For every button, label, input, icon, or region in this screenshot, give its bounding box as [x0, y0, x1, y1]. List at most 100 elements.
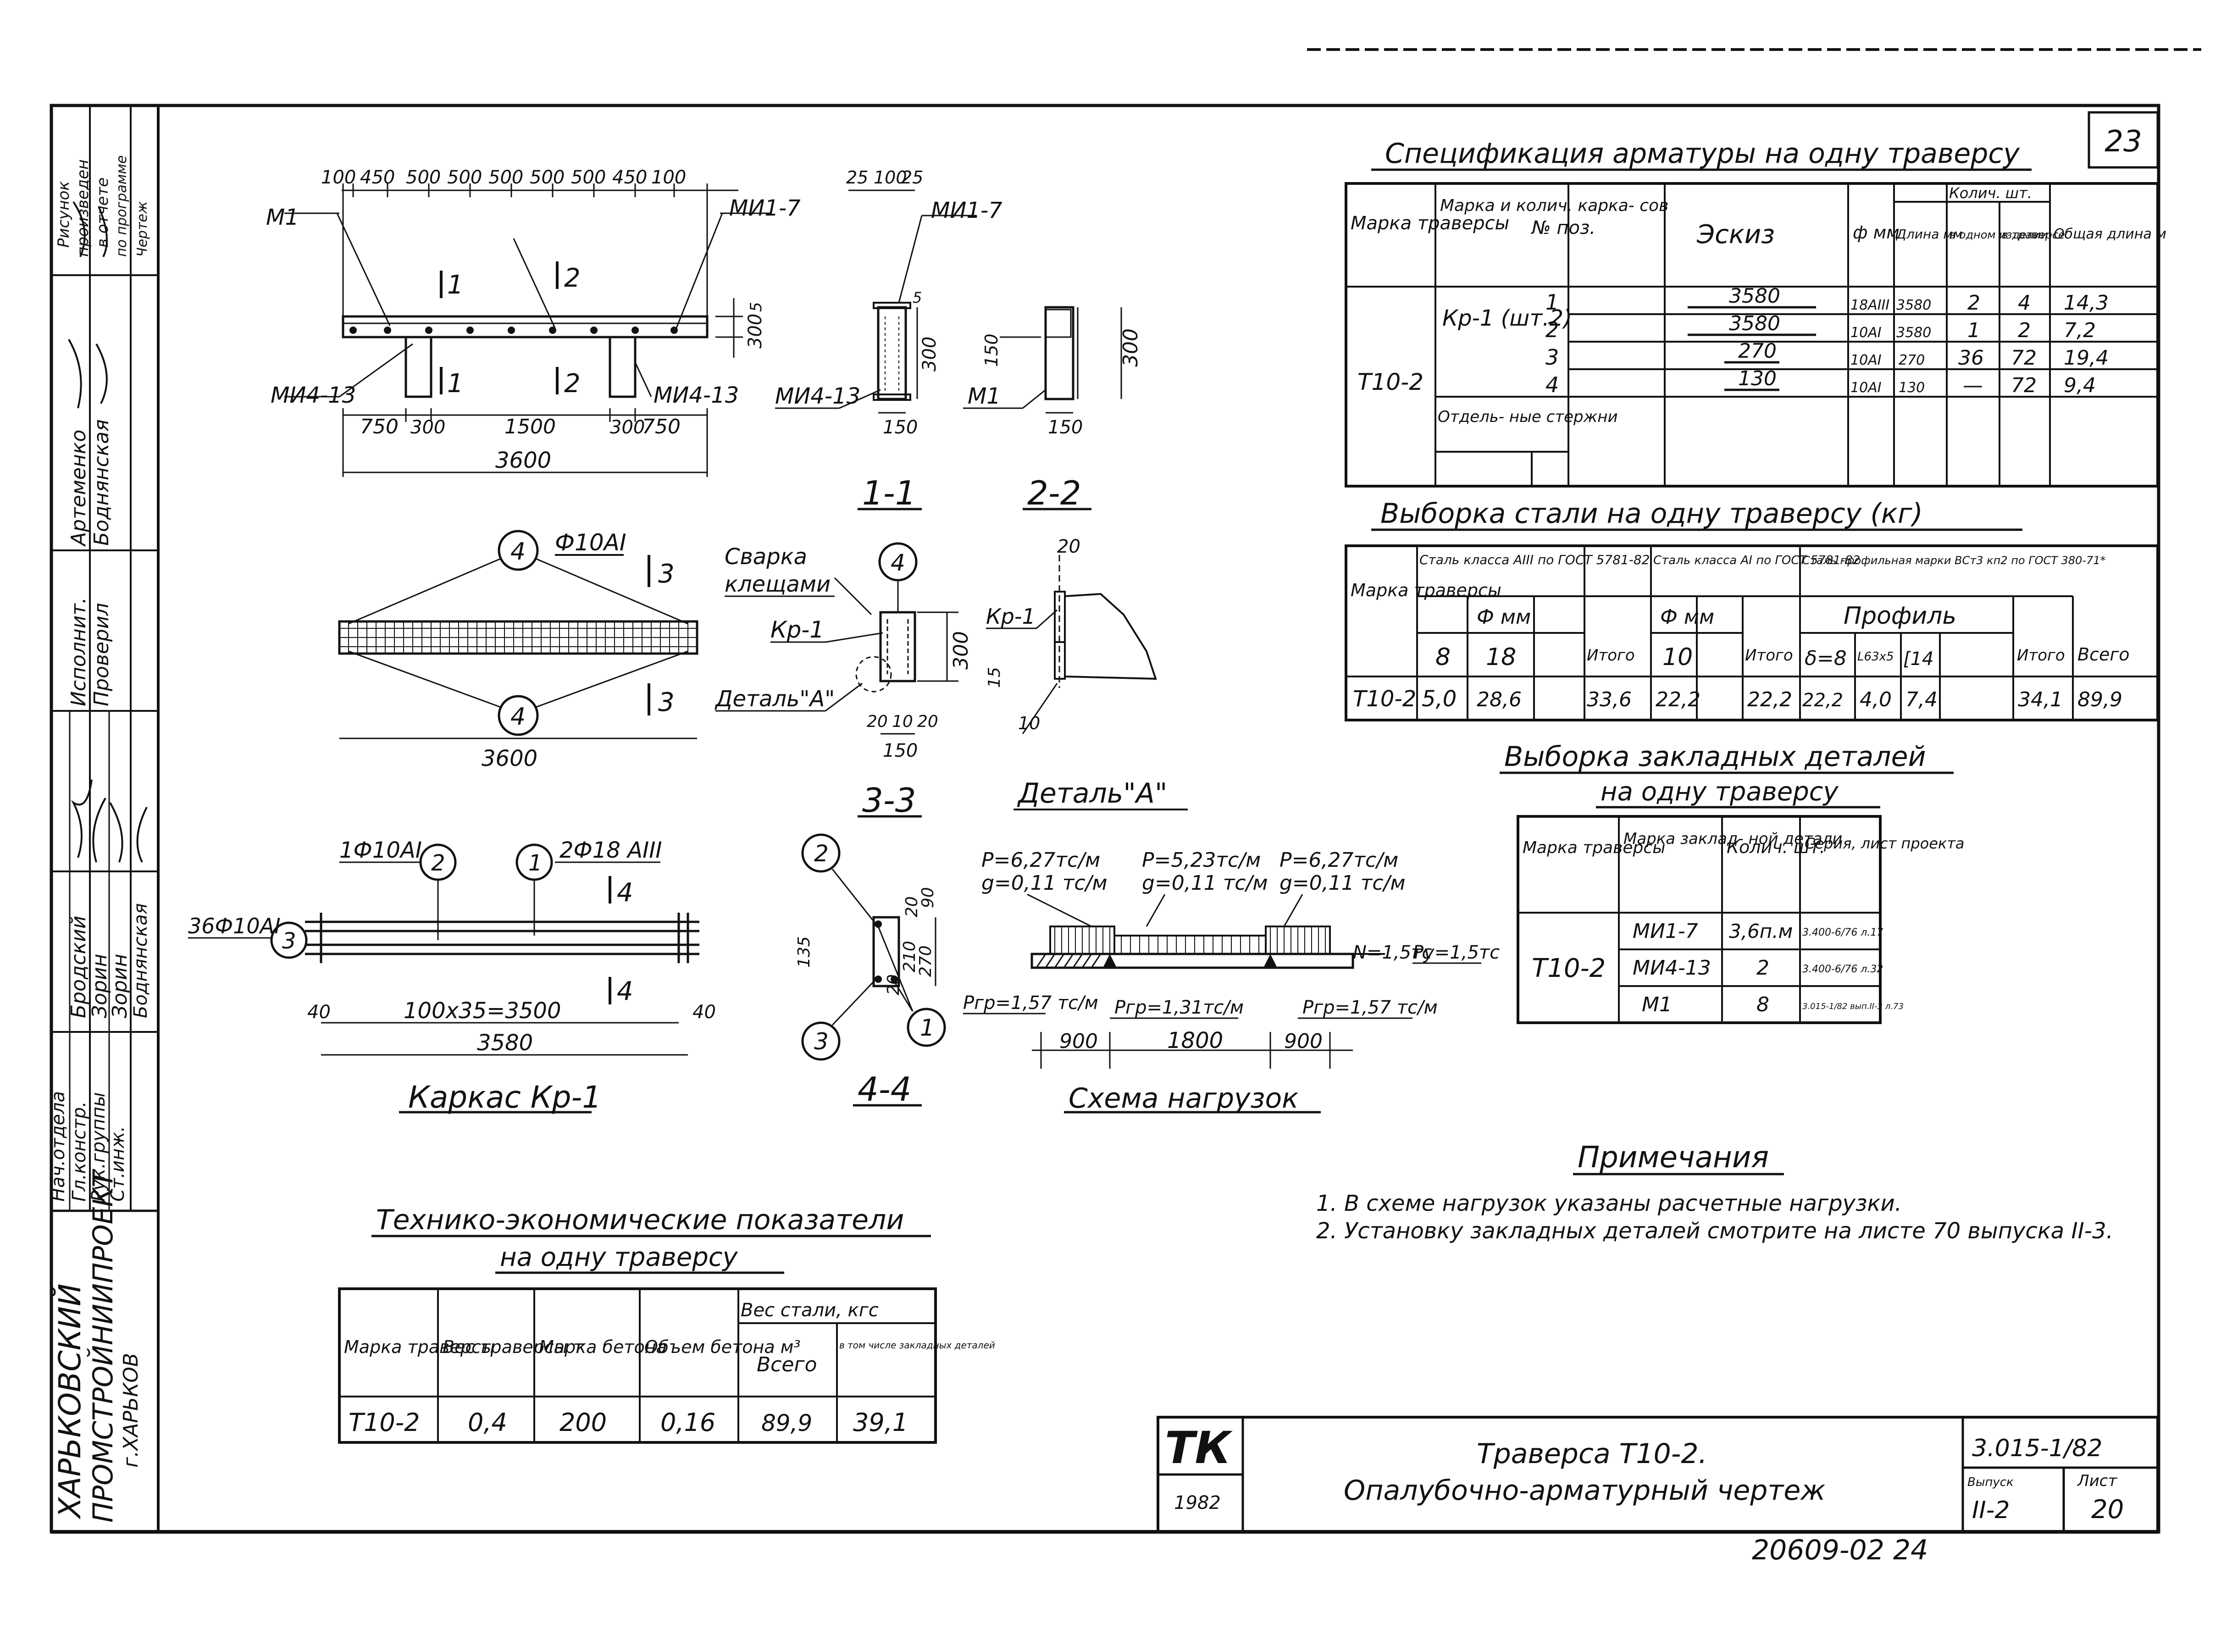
s11-small: 5	[913, 289, 922, 306]
name-6: Боднянская	[90, 419, 113, 546]
spec-q1: 1	[1967, 319, 1980, 342]
spec-dia: 18АIII	[1850, 297, 1889, 313]
plan-cut-top: 3	[658, 559, 675, 589]
plan-pos-4-top-label: 4	[510, 538, 526, 565]
role-checker: Проверил	[90, 603, 113, 706]
spec-len: 3580	[1896, 297, 1931, 313]
steel-sub-angle: L63х5	[1857, 650, 1894, 664]
org-name-2: ПРОМСТРОЙНИИПРОЕКТ	[87, 1169, 119, 1523]
spec-row-4: 4 130 10АI 130 — 72 9,4	[1545, 367, 2096, 397]
label-m1: М1	[266, 205, 299, 230]
tei-h-weight: Вес траверсы т	[443, 1337, 584, 1357]
s33-weld-1: Сварка	[725, 544, 807, 570]
s44-dim-1: 20	[903, 896, 921, 917]
elev-bottom-dim-1: 750	[360, 415, 399, 438]
s33-detail: Деталь"А"	[714, 686, 835, 712]
load-right: P=6,27тс/м	[1279, 848, 1398, 872]
steel-h-prof: Сталь профильная марки ВСт3 кп2 по ГОСТ …	[1802, 554, 2106, 567]
tb-sheet: 20	[2091, 1495, 2124, 1524]
stamp-note-3: в отчете	[94, 177, 112, 248]
s11-height: 300	[919, 337, 940, 371]
tei-cell: 0,16	[660, 1408, 715, 1437]
emb-ref: 3.400-6/76 л.32	[1802, 964, 1883, 975]
s33-caption: 3-3	[862, 781, 916, 820]
steel-sub-delta: δ=8	[1805, 647, 1847, 670]
emb-h-part: Марка заклад- ной детали	[1623, 830, 1842, 848]
detail-a: 20 Кр-1 15 10 Деталь"А"	[985, 536, 1188, 810]
s33-pos-4-label: 4	[891, 549, 905, 576]
tei-cell: 200	[559, 1408, 607, 1437]
tei-cell: Т10-2	[349, 1408, 420, 1437]
emb-ref: 3.015-1/82 вып.II-3 л.73	[1802, 1002, 1904, 1011]
spec-total: 14,3	[2064, 291, 2109, 315]
emb-part: МИ4-13	[1633, 956, 1711, 980]
support-left	[1103, 954, 1117, 968]
tei-title-2: на одну траверсу	[500, 1242, 738, 1272]
spec-h-q1: в одном изделии	[1949, 228, 2048, 241]
steel-cell: 89,9	[2077, 688, 2122, 711]
s44-dim-4: 135	[795, 936, 814, 968]
span-3: 900	[1284, 1030, 1323, 1053]
notes-title: Примечания	[1578, 1141, 1769, 1175]
cage-pos-3	[270, 921, 308, 959]
s11-caption: 1-1	[862, 474, 916, 512]
cage-top-left: 1Ф10АI	[339, 837, 422, 863]
tei-table: Технико-экономические показатели на одну…	[338, 1204, 995, 1444]
org-name-1: ХАРЬКОВСКИЙ	[52, 1284, 88, 1519]
spec-h-dia: ф мм	[1853, 222, 1900, 243]
label-mi1-7: МИ1-7	[729, 195, 801, 221]
tei-title-1: Технико-экономические показатели	[376, 1204, 904, 1236]
s44-pos-2-label: 2	[814, 840, 829, 867]
cage-cut-bottom: 4	[617, 976, 633, 1006]
tei-row: Т10-2 0,4 200 0,16 89,9 39,1	[349, 1408, 908, 1437]
spec-row-3: 3 270 10АI 270 36 72 19,4	[1545, 339, 2109, 370]
name-2: Зорин	[88, 954, 111, 1018]
cage-pos-1-label: 1	[528, 850, 543, 876]
tei-cell: 39,1	[853, 1408, 908, 1437]
steel-h-profile: Профиль	[1844, 602, 1956, 630]
s44-pos-1	[907, 1008, 946, 1047]
spec-q1: —	[1963, 374, 1983, 397]
spec-dia: 10АI	[1850, 325, 1882, 341]
elev-top-dim-8: 450	[612, 167, 647, 188]
cage-top-right: 2Ф18 АIII	[559, 837, 662, 863]
elev-top-dim-7: 500	[571, 167, 606, 188]
emb-part: МИ1-7	[1633, 920, 1698, 943]
steel-sub-18: 18	[1486, 643, 1516, 671]
steel-h-mark: Марка траверсы	[1351, 580, 1501, 600]
plan-length: 3600	[482, 746, 537, 771]
steel-h-phi2: Ф мм	[1660, 605, 1714, 629]
span-2: 1800	[1167, 1028, 1223, 1053]
tb-h-sheet: Лист	[2077, 1472, 2117, 1490]
emb-part: М1	[1642, 993, 1672, 1016]
steel-h-a1: Сталь класса АI по ГОСТ 5781-82	[1653, 554, 1860, 567]
spec-sketch: 130	[1738, 367, 1777, 390]
steel-h-phi: Ф мм	[1477, 605, 1531, 629]
cage-pos-3-label: 3	[282, 928, 296, 954]
elev-bottom-dim-4: 300	[610, 417, 645, 438]
emb-qty: 8	[1756, 993, 1769, 1016]
s22-label: М1	[968, 383, 1001, 409]
load-ru: Ру=1,5тс	[1412, 942, 1500, 963]
elev-top-dim-1: 100	[321, 167, 356, 188]
steel-title: Выборка стали на одну траверсу (кг)	[1380, 498, 1923, 530]
spec-q1: 36	[1958, 346, 1984, 370]
load-caption: Схема нагрузок	[1069, 1082, 1298, 1114]
plan-pos-4-bottom-label: 4	[510, 703, 526, 731]
s22-caption: 2-2	[1027, 474, 1081, 512]
tei-h-steel: Вес стали, кгс	[741, 1300, 879, 1321]
s33-dim-1: 20	[867, 712, 888, 731]
spec-table: Спецификация арматуры на одну траверсу М…	[1345, 138, 2166, 488]
s11-label-bottom: МИ4-13	[775, 383, 860, 409]
cage-cut-top: 4	[617, 878, 633, 908]
spec-h-sketch: Эскиз	[1696, 220, 1775, 249]
load-pgr-right: Pгр=1,57 тс/м	[1302, 997, 1438, 1018]
name-3: Зорин	[108, 954, 132, 1018]
spec-h-len: Длина мм	[1895, 227, 1963, 242]
stamp-note-1: Рисунок	[55, 181, 73, 248]
tb-h-issue: Выпуск	[1967, 1475, 2014, 1489]
steel-row: Т10-2 5,0 28,6 33,6 22,2 22,2 22,2 4,0 7…	[1353, 686, 2122, 712]
span-1: 900	[1059, 1030, 1098, 1053]
tb-name-1: Траверса Т10-2.	[1477, 1438, 1707, 1470]
load-hatch	[1054, 926, 1326, 954]
